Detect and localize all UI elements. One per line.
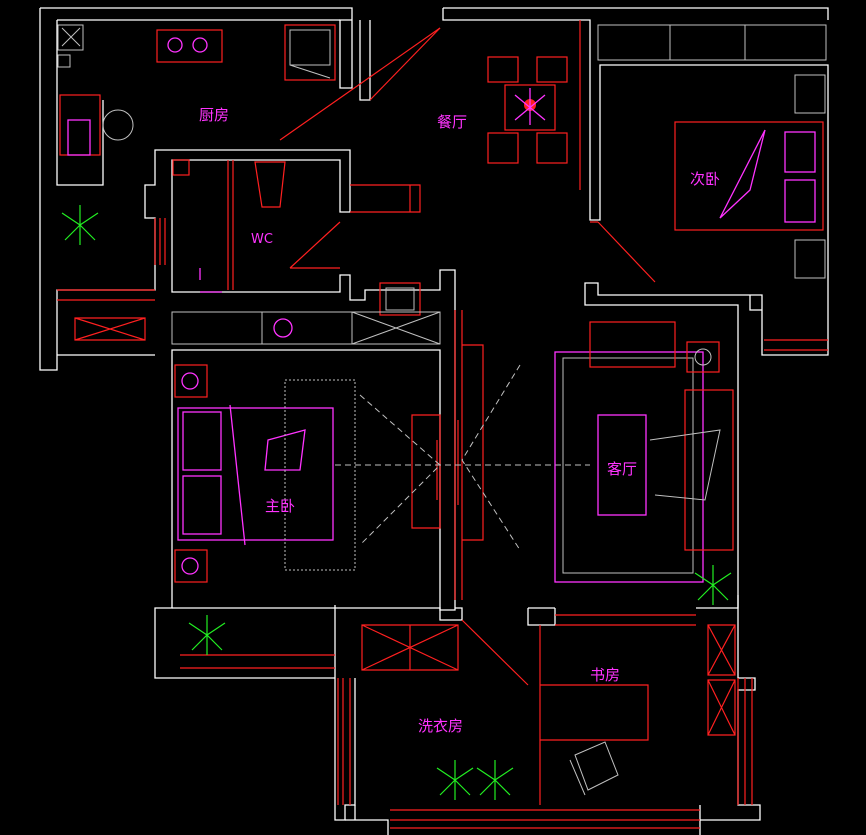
wardrobe xyxy=(171,24,827,345)
room-label-master-bedroom: 主卧 xyxy=(265,497,296,515)
study-chair xyxy=(569,741,619,796)
room-label-study: 书房 xyxy=(590,666,621,684)
plants xyxy=(61,205,732,800)
room-label-living-room: 客厅 xyxy=(607,460,638,478)
wc-fixtures xyxy=(172,159,421,316)
room-label-laundry: 洗衣房 xyxy=(418,717,464,735)
room-label-wc: WC xyxy=(251,232,273,247)
walls xyxy=(39,7,829,835)
dining-table xyxy=(487,56,568,164)
room-label-kitchen: 厨房 xyxy=(199,106,230,124)
second-bedroom-bed xyxy=(674,74,826,279)
room-label-dining: 餐厅 xyxy=(437,113,468,131)
room-label-second-bedroom: 次卧 xyxy=(690,170,721,188)
living-room-furniture xyxy=(554,321,734,583)
master-bedroom-bed xyxy=(174,364,590,583)
kitchen-fixtures xyxy=(57,24,336,156)
red-lines xyxy=(57,20,828,829)
